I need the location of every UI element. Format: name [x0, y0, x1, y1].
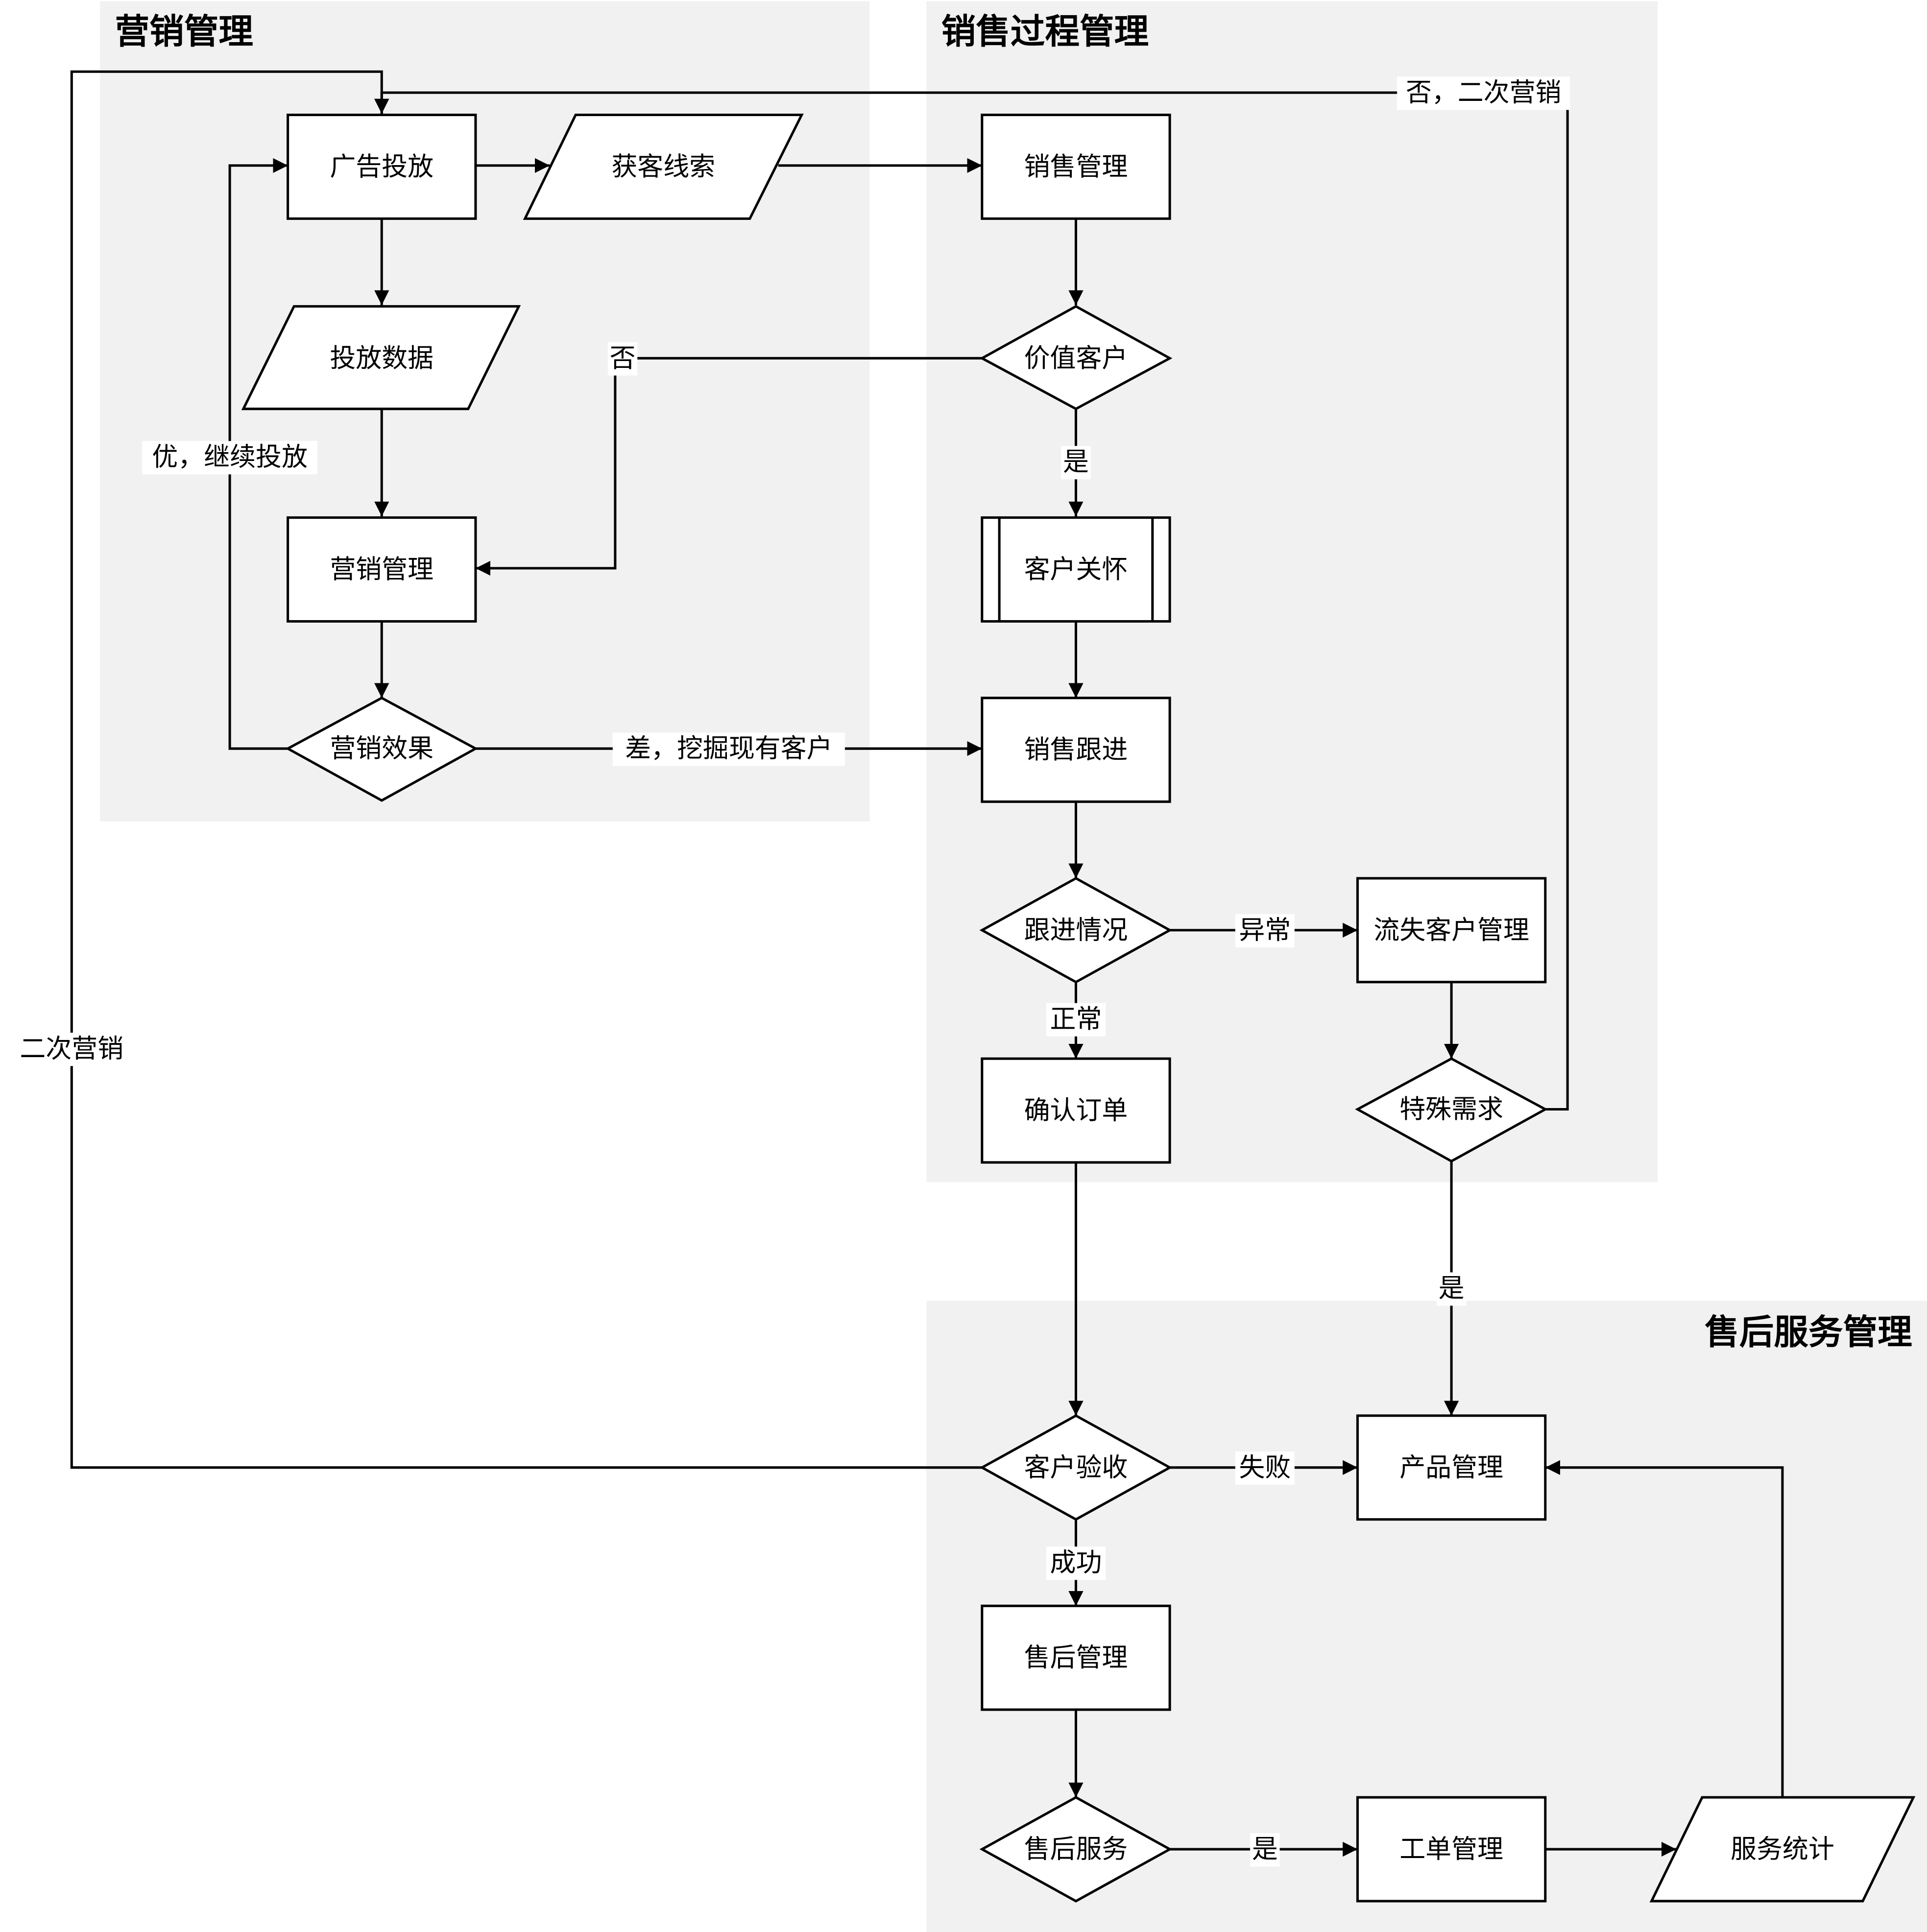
node-aftersales-mgmt[interactable]: 售后管理 — [981, 1604, 1171, 1711]
edge-label-success: 成功 — [1046, 1546, 1106, 1580]
node-label: 售后服务 — [1024, 1835, 1128, 1864]
edge-value-to-marketing — [475, 357, 982, 576]
node-label: 确认订单 — [1024, 1096, 1128, 1126]
edge-acceptance-to-ad — [70, 70, 982, 1469]
node-label: 跟进情况 — [1024, 915, 1128, 945]
edge-label-normal: 正常 — [1046, 1003, 1106, 1037]
node-label: 销售跟进 — [1024, 735, 1128, 765]
svg-text:优，继续投放: 优，继续投放 — [152, 442, 308, 472]
lane-title-marketing: 营销管理 — [115, 11, 253, 51]
svg-text:是: 是 — [1439, 1274, 1465, 1304]
svg-text:是: 是 — [1063, 447, 1089, 477]
node-label: 售后管理 — [1024, 1643, 1128, 1673]
edge-label-no-remarket: 否，二次营销 — [1397, 76, 1570, 110]
edge-stats-to-product — [1545, 1460, 1784, 1798]
edge-label-good-continue: 优，继续投放 — [142, 441, 318, 475]
node-label: 服务统计 — [1731, 1835, 1834, 1864]
node-product-mgmt[interactable]: 产品管理 — [1356, 1414, 1547, 1521]
node-leads[interactable]: 获客线索 — [523, 114, 804, 220]
edge-label-no: 否 — [607, 342, 638, 376]
node-service-stats[interactable]: 服务统计 — [1649, 1796, 1916, 1903]
svg-text:是: 是 — [1252, 1835, 1278, 1864]
svg-text:正常: 正常 — [1050, 1004, 1102, 1034]
node-label: 销售管理 — [1024, 152, 1128, 182]
svg-text:否，二次营销: 否，二次营销 — [1406, 78, 1562, 108]
node-special-needs[interactable]: 特殊需求 — [1355, 1057, 1548, 1163]
node-confirm-order[interactable]: 确认订单 — [981, 1057, 1171, 1164]
node-aftersales-service[interactable]: 售后服务 — [979, 1796, 1173, 1903]
edge-label-poor-mine: 差，挖掘现有客户 — [612, 732, 845, 766]
node-placement-data[interactable]: 投放数据 — [241, 305, 521, 411]
svg-text:失败: 失败 — [1239, 1452, 1291, 1482]
svg-text:否: 否 — [610, 343, 636, 373]
svg-text:差，挖掘现有客户: 差，挖掘现有客户 — [625, 734, 833, 764]
node-value-customer[interactable]: 价值客户 — [979, 305, 1173, 411]
node-sales-mgmt[interactable]: 销售管理 — [981, 114, 1171, 220]
node-label: 投放数据 — [330, 343, 434, 373]
svg-text:异常: 异常 — [1239, 915, 1291, 945]
node-label: 获客线索 — [611, 152, 715, 182]
node-customer-care[interactable]: 客户关怀 — [981, 516, 1171, 623]
edge-label-remarket: 二次营销 — [13, 1033, 130, 1066]
node-label: 客户验收 — [1024, 1452, 1128, 1482]
edge-label-yes-service: 是 — [1250, 1833, 1280, 1867]
lane-title-aftersales: 售后服务管理 — [1705, 1312, 1912, 1352]
node-followup-status[interactable]: 跟进情况 — [979, 877, 1173, 984]
edge-label-yes-value: 是 — [1061, 446, 1091, 480]
node-marketing-effect[interactable]: 营销效果 — [285, 696, 479, 802]
node-churn-mgmt[interactable]: 流失客户管理 — [1356, 877, 1547, 984]
node-label: 营销效果 — [330, 734, 434, 764]
node-label: 工单管理 — [1399, 1835, 1503, 1864]
edge-label-abnormal: 异常 — [1235, 914, 1295, 948]
node-customer-acceptance[interactable]: 客户验收 — [979, 1414, 1173, 1521]
node-label: 营销管理 — [330, 555, 434, 584]
node-ad-placement[interactable]: 广告投放 — [287, 114, 477, 220]
node-sales-followup[interactable]: 销售跟进 — [981, 697, 1171, 803]
node-label: 客户关怀 — [1024, 555, 1128, 584]
node-label: 广告投放 — [330, 152, 434, 182]
edge-label-yes-special: 是 — [1436, 1272, 1467, 1306]
node-marketing-mgmt[interactable]: 营销管理 — [287, 516, 477, 623]
node-label: 特殊需求 — [1399, 1094, 1503, 1124]
node-ticket-mgmt[interactable]: 工单管理 — [1356, 1796, 1547, 1903]
lane-title-sales: 销售过程管理 — [941, 11, 1149, 51]
node-label: 流失客户管理 — [1373, 915, 1529, 945]
node-label: 产品管理 — [1399, 1452, 1503, 1482]
svg-text:成功: 成功 — [1050, 1548, 1102, 1578]
node-label: 价值客户 — [1024, 343, 1128, 373]
svg-text:二次营销: 二次营销 — [20, 1034, 123, 1063]
edge-label-fail: 失败 — [1235, 1451, 1295, 1485]
